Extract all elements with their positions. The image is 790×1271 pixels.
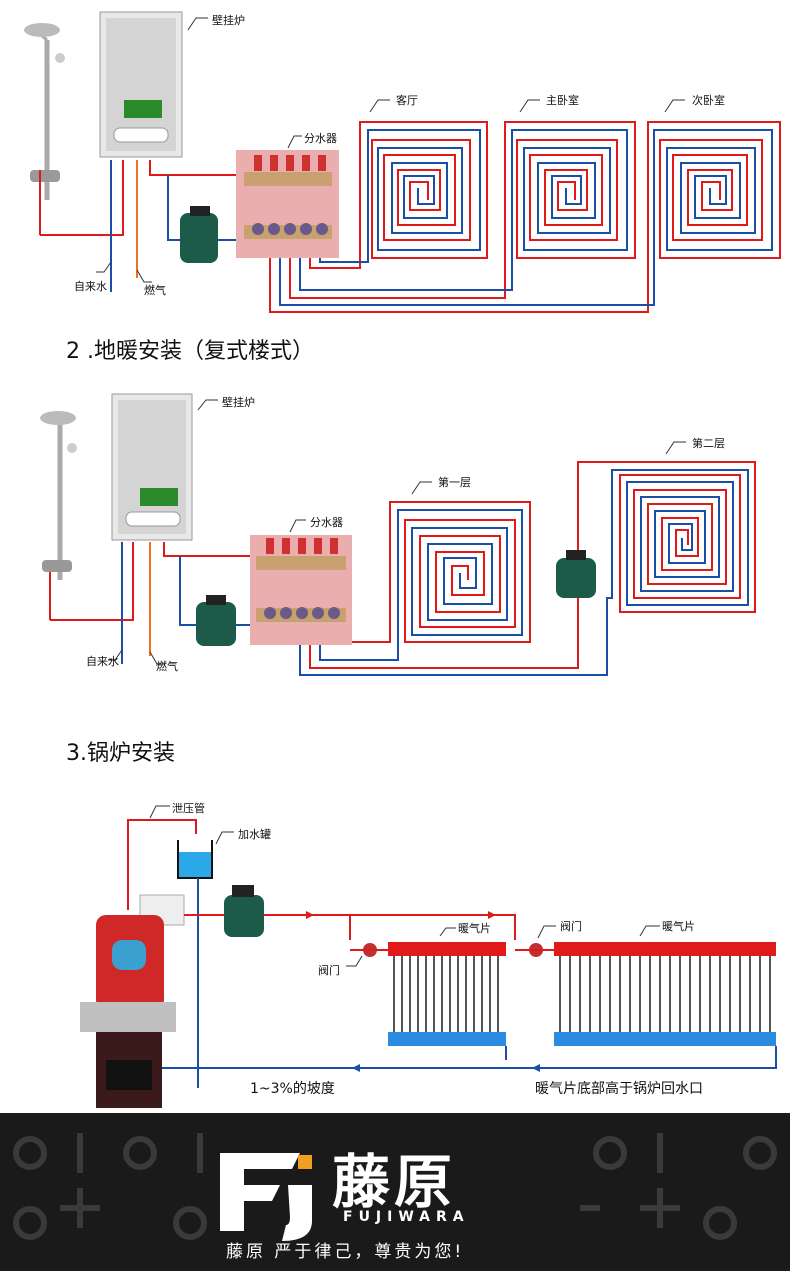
section1-diagram bbox=[24, 11, 781, 313]
shower-icon bbox=[24, 23, 65, 235]
radiator bbox=[554, 942, 776, 1046]
floor-loops bbox=[299, 461, 756, 676]
section3-title: 3.锅炉安装 bbox=[66, 741, 175, 766]
manifold-label: 分水器 bbox=[304, 132, 337, 145]
shower-icon bbox=[40, 411, 77, 620]
brand-name-en: FUJIWARA bbox=[343, 1209, 470, 1225]
footer-pattern bbox=[13, 1133, 777, 1241]
manifold-label: 分水器 bbox=[310, 516, 343, 529]
relief-pipe-label: 泄压管 bbox=[172, 802, 205, 815]
brand-footer: 藤原 FUJIWARA 藤原 严于律己，尊贵为您! bbox=[0, 1113, 790, 1271]
radiator bbox=[388, 942, 506, 1046]
floor2-label: 第二层 bbox=[692, 437, 725, 450]
brand-logo-icon bbox=[220, 1153, 312, 1241]
brand-name-cn: 藤原 bbox=[332, 1148, 457, 1216]
circulation-pump bbox=[556, 550, 596, 598]
section2-title: 2 .地暖安装（复式楼式） bbox=[66, 339, 314, 364]
floor-loops bbox=[269, 121, 781, 313]
radiator-note: 暖气片底部高于锅炉回水口 bbox=[535, 1081, 703, 1097]
water-tank bbox=[177, 840, 213, 879]
circulation-pump bbox=[196, 595, 236, 646]
valve2-label: 阀门 bbox=[560, 920, 582, 933]
circulation-pump bbox=[224, 885, 264, 937]
room-label-second: 次卧室 bbox=[692, 94, 725, 107]
valve-icon bbox=[515, 943, 554, 957]
section2-diagram bbox=[40, 393, 756, 676]
brand-slogan: 藤原 严于律己，尊贵为您! bbox=[226, 1242, 465, 1262]
boiler-stove bbox=[80, 915, 176, 1108]
wall-boiler bbox=[111, 393, 193, 541]
circulation-pump bbox=[180, 206, 218, 263]
gas-label: 燃气 bbox=[144, 284, 166, 297]
manifold bbox=[250, 535, 352, 645]
tank-label: 加水罐 bbox=[238, 828, 271, 841]
water-label: 自来水 bbox=[86, 655, 119, 668]
manifold bbox=[236, 150, 339, 258]
valve-icon bbox=[350, 943, 388, 957]
radiator1-label: 暖气片 bbox=[458, 922, 491, 935]
valve1-label: 阀门 bbox=[318, 964, 340, 977]
radiator2-label: 暖气片 bbox=[662, 920, 695, 933]
wall-boiler bbox=[99, 11, 183, 158]
boiler-label: 壁挂炉 bbox=[212, 14, 245, 27]
slope-label: 1~3%的坡度 bbox=[250, 1081, 335, 1097]
room-label-living: 客厅 bbox=[396, 94, 418, 107]
gas-label: 燃气 bbox=[156, 660, 178, 673]
room-label-master: 主卧室 bbox=[546, 94, 579, 107]
boiler-label: 壁挂炉 bbox=[222, 396, 255, 409]
floor1-label: 第一层 bbox=[438, 476, 471, 489]
water-label: 自来水 bbox=[74, 280, 107, 293]
section3-diagram bbox=[80, 805, 777, 1108]
